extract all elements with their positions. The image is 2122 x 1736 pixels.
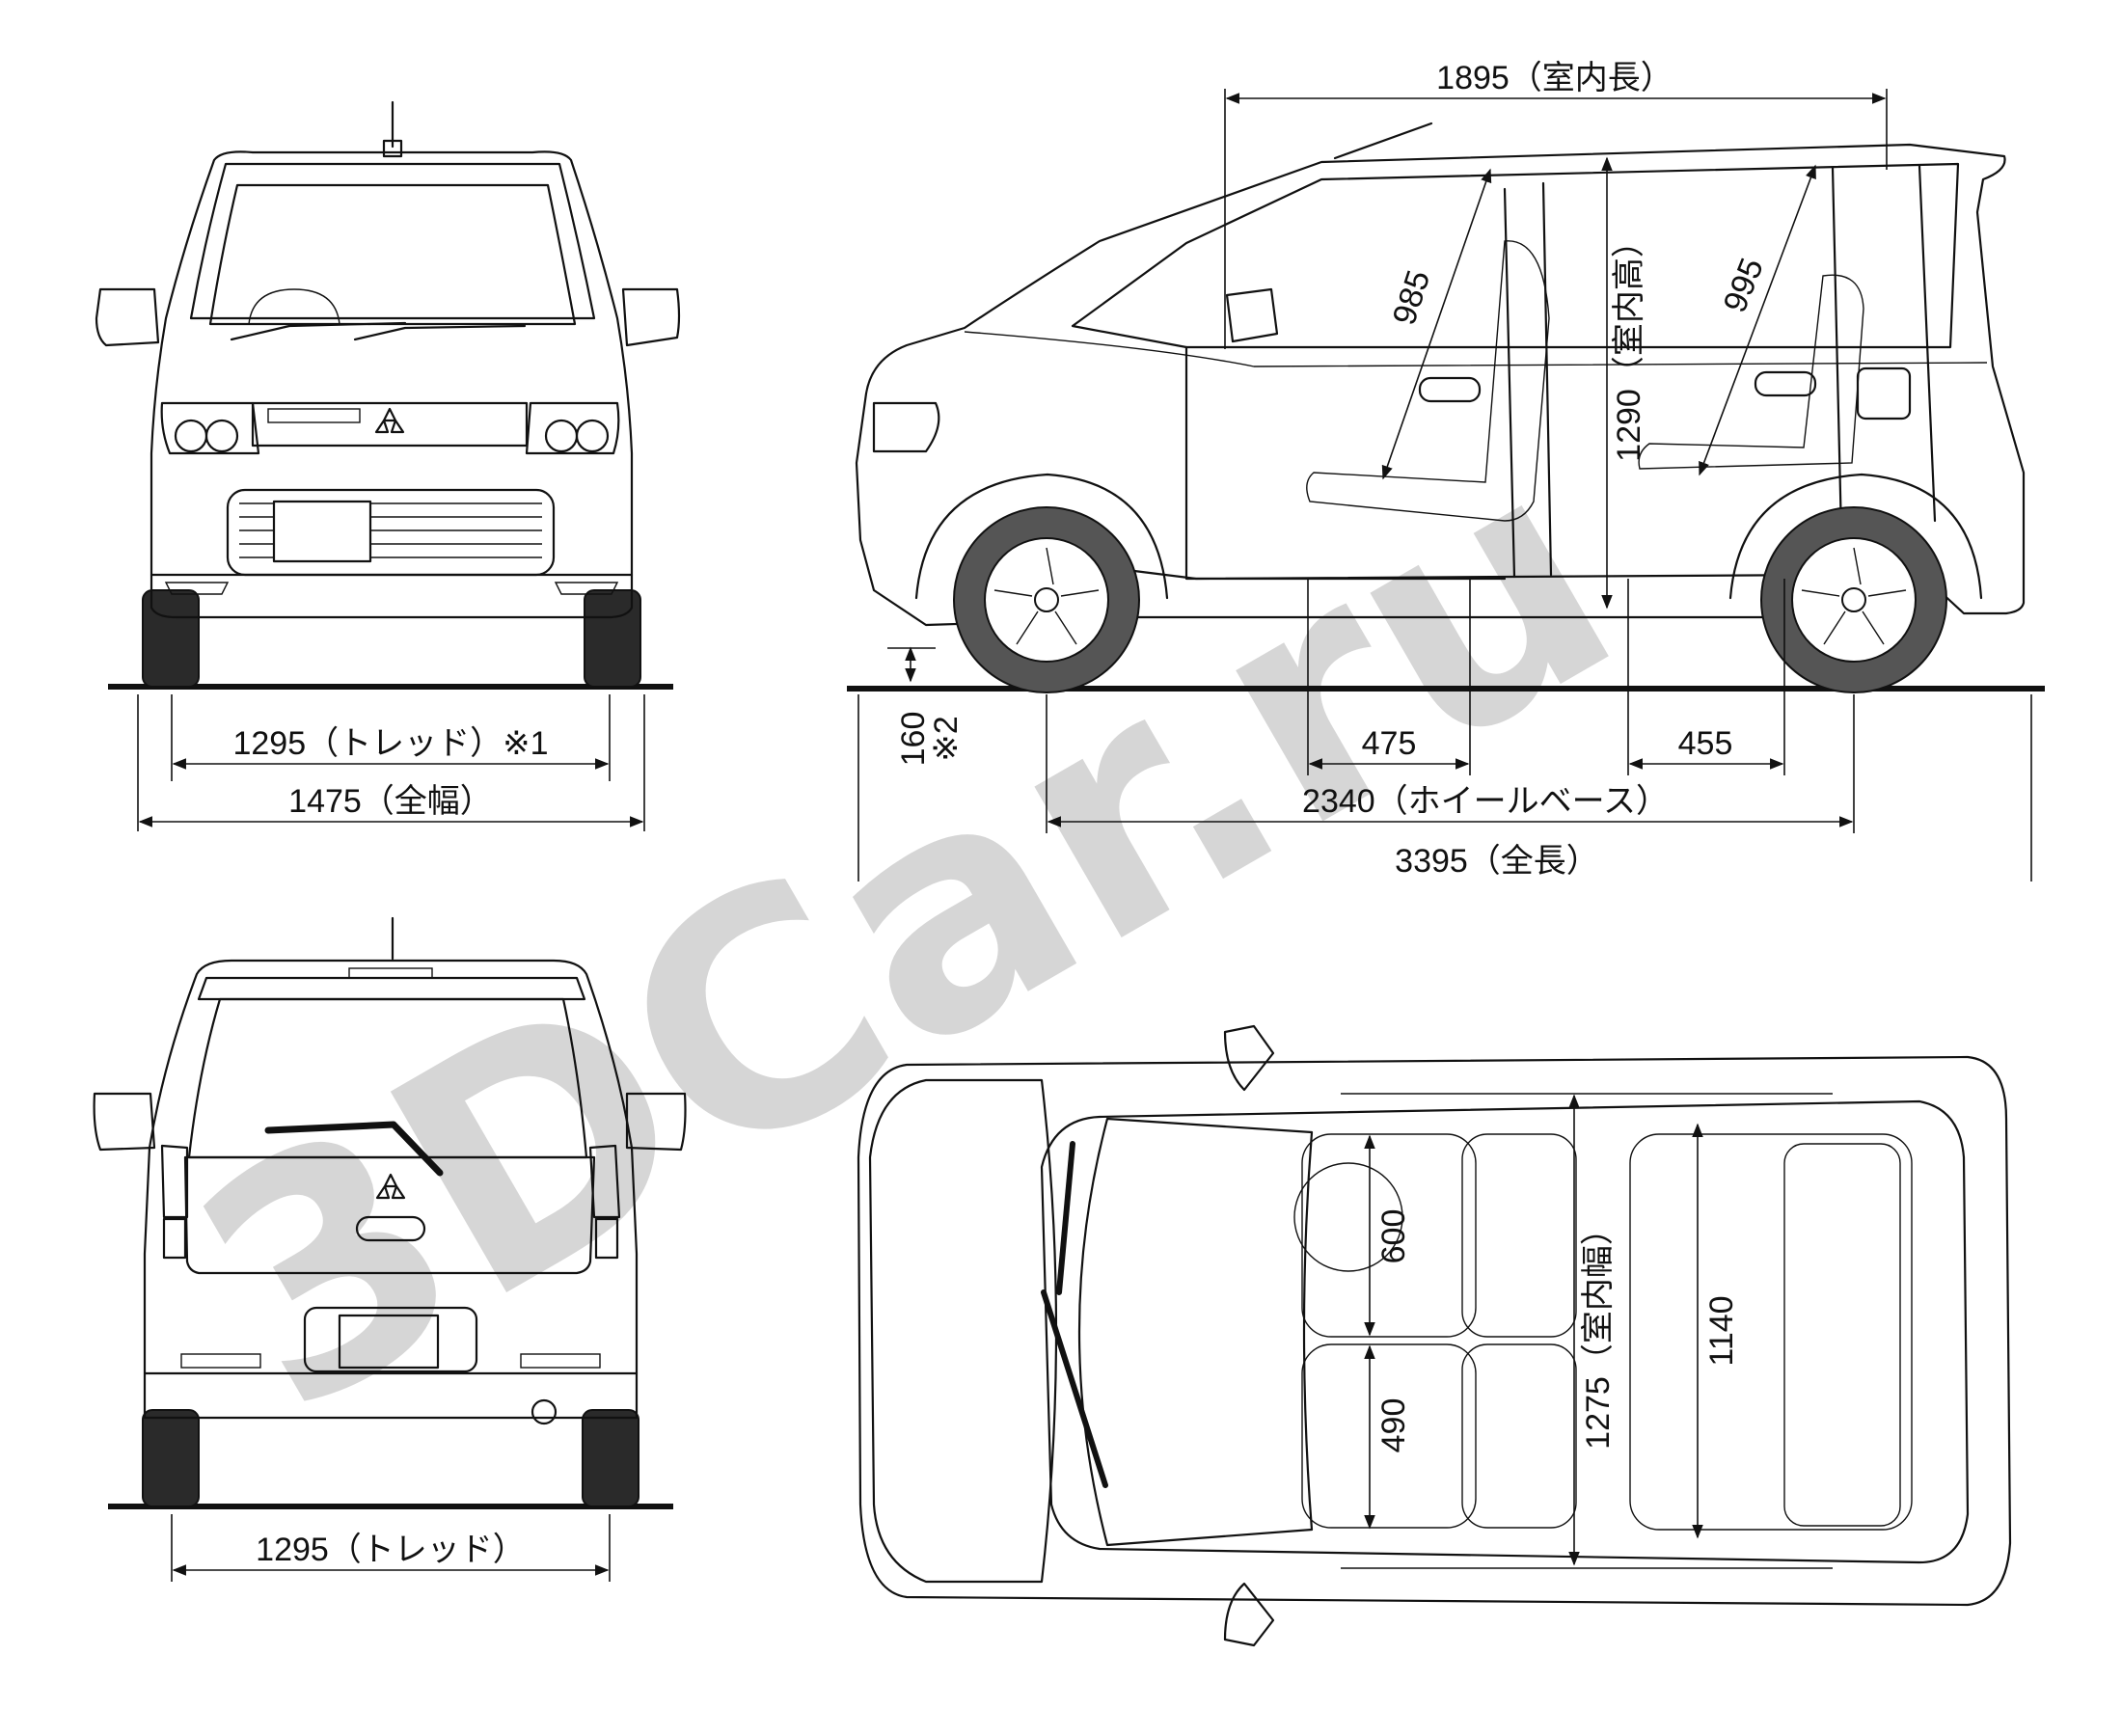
rear-right-tire <box>582 1409 639 1507</box>
front-view: 1295（トレッド）※1 1475（全幅） <box>95 100 681 831</box>
interior-height-label: 1290（室内高） <box>1611 225 1647 462</box>
front-seat-width-label: 600 <box>1375 1209 1412 1264</box>
rear-view: 1295（トレッド） <box>93 916 687 1582</box>
top-view: 600 490 1275（室内幅） 1140 <box>857 1024 2012 1647</box>
ground-clearance-note: ※2 <box>928 716 965 761</box>
wheelbase-label: 2340（ホイールベース） <box>1302 783 1669 820</box>
seat-offset-front-label: 475 <box>1362 725 1417 762</box>
brand-logo-front <box>374 407 405 434</box>
overall-length-label: 3395（全長） <box>1395 843 1599 880</box>
ground-clearance-label: 160 <box>895 712 932 767</box>
rear-tread-label: 1295（トレッド） <box>256 1532 526 1568</box>
brand-logo-rear <box>375 1173 406 1200</box>
seat-offset-rear-label: 455 <box>1678 725 1733 762</box>
rear-seat-width-label: 1140 <box>1703 1295 1740 1366</box>
front-seat-width-2-label: 490 <box>1375 1398 1412 1453</box>
front-tread-label: 1295（トレッド）※1 <box>232 725 548 762</box>
interior-width-label: 1275（室内幅） <box>1580 1212 1617 1450</box>
side-view: 985 995 1290（室内高） 1895（室内長） 160 ※2 475 4… <box>847 60 2045 882</box>
license-plate-rear <box>338 1314 440 1370</box>
exhaust-pipe <box>530 1398 558 1425</box>
overall-width-label: 1475（全幅） <box>288 783 493 820</box>
interior-length-label: 1895（室内長） <box>1436 60 1673 96</box>
rear-left-tire <box>142 1409 200 1507</box>
front-headroom-label: 985 <box>1386 266 1438 330</box>
license-plate-front <box>272 500 372 563</box>
